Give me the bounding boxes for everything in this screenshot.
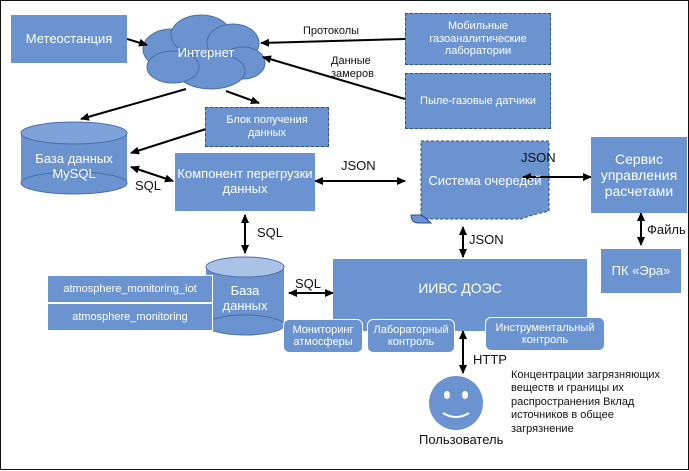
era-pc-label: ПК «Эра» — [611, 262, 671, 278]
mysql-db-label: База данных MySQL — [35, 151, 113, 181]
edge-label-json-loader: JSON — [341, 158, 376, 173]
db-table-iot[interactable]: atmosphere_monitoring_iot — [47, 275, 213, 303]
arrow-meteo-internet — [126, 38, 148, 47]
arrow-labs-internet — [260, 38, 406, 47]
edge-label-sql-mysql: SQL — [135, 178, 162, 193]
edge-label-json-service: JSON — [521, 150, 556, 165]
database-label: База данных — [222, 283, 268, 313]
db-table-monitoring-label: atmosphere_monitoring — [72, 311, 188, 323]
db-table-monitoring[interactable]: atmosphere_monitoring — [47, 303, 213, 331]
dust-gas-sensors-node[interactable]: Пыле-газовые датчики — [405, 73, 551, 129]
data-receiver-node[interactable]: Блок получения данных — [205, 107, 329, 147]
meteostation-label: Метеостанция — [25, 30, 113, 46]
database-cylinder-shape — [205, 256, 285, 336]
instr-control-label: Инструментальный контроль — [495, 321, 595, 346]
calc-service-node[interactable]: Сервис управления расчетами — [591, 137, 687, 213]
loader-node[interactable]: Компонент перегрузки данных — [175, 153, 315, 211]
arrow-sensors-internet — [262, 55, 406, 100]
mobile-labs-label: Мобильные газоаналитические лаборатории — [429, 20, 527, 58]
lab-control-chip[interactable]: Лабораторный контроль — [367, 319, 455, 353]
calc-service-label: Сервис управления расчетами — [600, 150, 678, 200]
mysql-cylinder-shape — [20, 121, 128, 195]
edge-label-sql-db: SQL — [295, 276, 322, 291]
db-table-iot-label: atmosphere_monitoring_iot — [63, 283, 197, 295]
atm-monitoring-label: Мониторинг атмосферы — [292, 323, 354, 348]
dust-gas-sensors-label: Пыле-газовые датчики — [420, 94, 536, 107]
edge-label-sql-loader: SQL — [257, 225, 284, 240]
edge-label-http: HTTP — [473, 352, 507, 367]
meteostation-node[interactable]: Метеостанция — [11, 15, 127, 63]
lab-control-label: Лабораторный контроль — [373, 323, 449, 348]
era-pc-node[interactable]: ПК «Эра» — [601, 249, 681, 293]
arrow-internet-receiver — [225, 90, 260, 105]
mobile-labs-node[interactable]: Мобильные газоаналитические лаборатории — [405, 13, 551, 65]
loader-label: Компонент перегрузки данных — [177, 166, 313, 196]
queue-scroll-shape — [410, 140, 550, 224]
internet-cloud-shape — [142, 14, 266, 90]
iivs-label: ИИВС ДОЭС — [418, 279, 502, 296]
data-receiver-label: Блок получения данных — [226, 114, 308, 139]
edge-label-protocols: Протоколы — [303, 25, 360, 37]
atm-monitoring-chip[interactable]: Мониторинг атмосферы — [283, 319, 363, 353]
edge-label-file: Файль — [647, 222, 686, 237]
edge-label-measurement-data: Данные замеров — [331, 55, 374, 80]
user-label: Пользователь — [419, 432, 504, 447]
edge-label-json-queue: JSON — [469, 232, 504, 247]
user-face-shape — [429, 376, 483, 430]
arrow-receiver-mysql — [130, 128, 207, 155]
arrow-internet-mysql — [80, 88, 187, 121]
user-outputs-text: Концентрации загрязняющих веществ и гран… — [511, 369, 661, 435]
internet-label: Интернет — [177, 44, 235, 60]
arrow-mysql-loader — [130, 165, 174, 183]
instr-control-chip[interactable]: Инструментальный контроль — [485, 317, 605, 351]
queue-label: Система очередей — [428, 172, 542, 188]
